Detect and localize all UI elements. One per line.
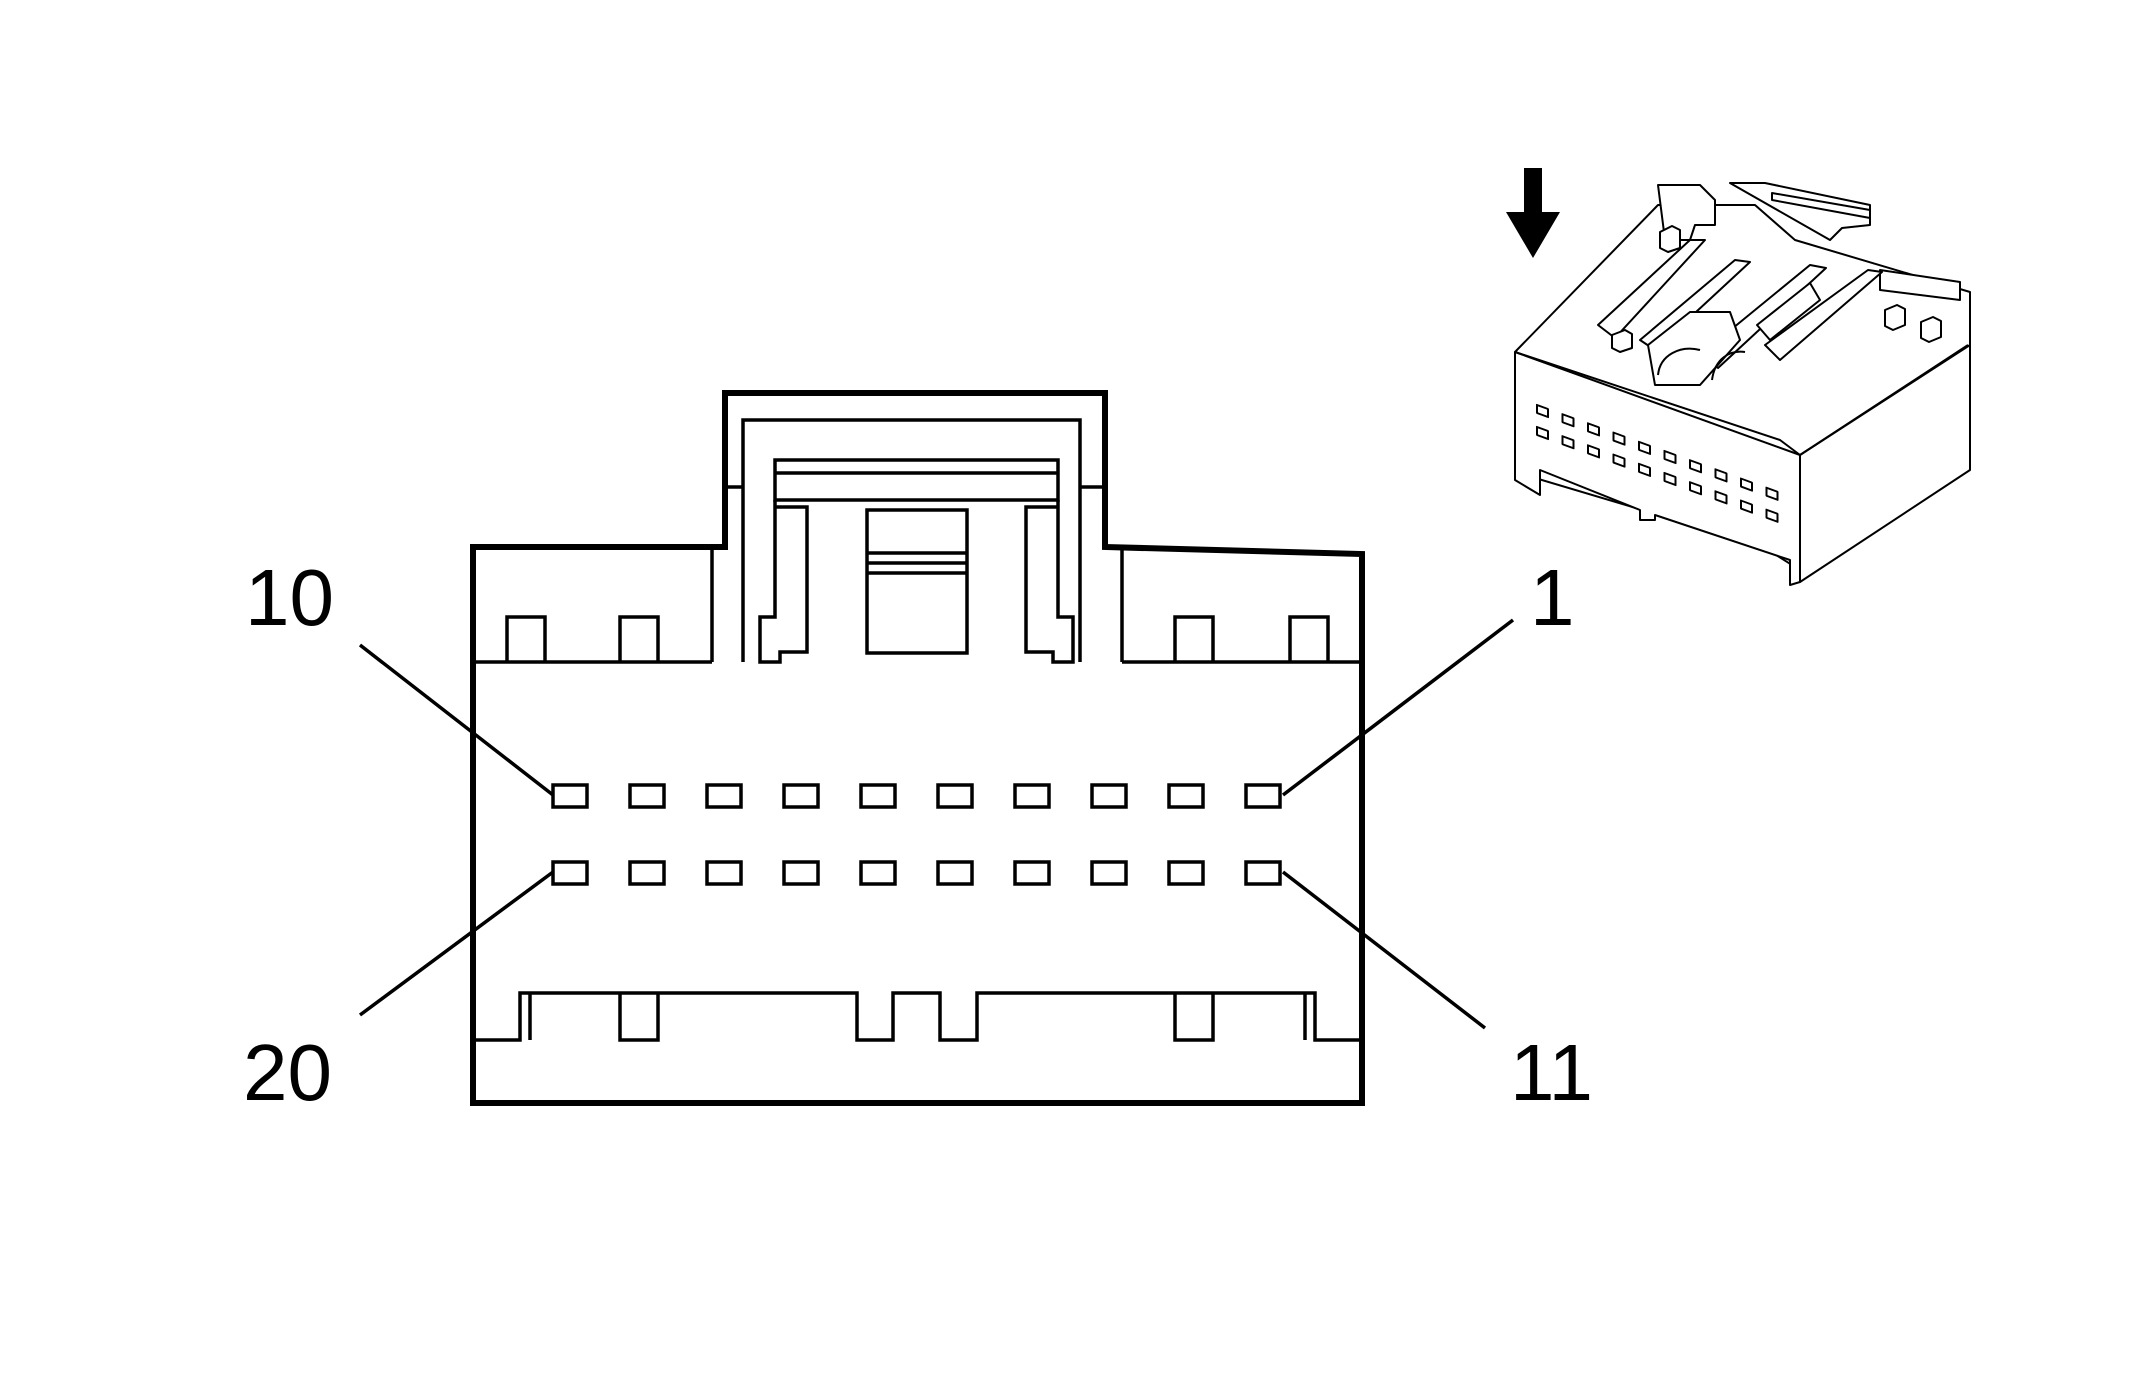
- pin-cavity: [1013, 783, 1051, 809]
- iso-pin-cavity: [1536, 425, 1549, 441]
- leader-line-pin-10: [358, 643, 555, 797]
- pin-cavity: [1167, 783, 1205, 809]
- iso-pin-cavity: [1689, 481, 1702, 496]
- iso-pin-cavity: [1765, 486, 1779, 501]
- iso-pin-cavity: [1638, 462, 1651, 477]
- latch: [725, 418, 1105, 664]
- pin-cavity: [859, 860, 897, 886]
- pin-cavity: [551, 860, 589, 886]
- connector-face-view: 10 1 20 11: [243, 390, 1593, 1117]
- leader-line-pin-20: [358, 870, 555, 1017]
- connector-isometric-icon: [1514, 182, 1971, 586]
- pin-cavity: [1090, 860, 1128, 886]
- isometric-connector-view: [1506, 168, 1971, 586]
- iso-pin-cavity: [1663, 449, 1677, 465]
- pin-cavity: [628, 783, 666, 809]
- iso-pin-cavity: [1765, 508, 1779, 523]
- iso-pin-cavity: [1536, 403, 1549, 419]
- pin-cavity: [628, 860, 666, 886]
- pin-cavity: [782, 860, 820, 886]
- pin-cavity: [1013, 860, 1051, 886]
- iso-pin-cavity: [1587, 444, 1600, 459]
- pin-cavity: [551, 783, 589, 809]
- iso-pin-cavity: [1714, 468, 1728, 483]
- iso-pin-cavity: [1561, 413, 1575, 428]
- iso-pin-cavity: [1561, 435, 1575, 450]
- pin-cavity: [1244, 860, 1282, 886]
- iso-pin-cavity: [1612, 431, 1626, 446]
- iso-pin-cavity: [1740, 499, 1753, 514]
- iso-pin-cavity: [1612, 453, 1626, 468]
- bottom-rail: [473, 991, 1362, 1042]
- iso-pin-cavity: [1689, 459, 1702, 474]
- down-arrow-icon: [1506, 168, 1560, 258]
- iso-pin-cavity: [1638, 440, 1651, 455]
- iso-pin-cavity: [1587, 422, 1600, 437]
- iso-pin-cavity: [1740, 477, 1753, 492]
- iso-pin-cavities: [1536, 403, 1779, 523]
- pin-label-10: 10: [245, 553, 334, 642]
- pin-cavity: [936, 783, 974, 809]
- pin-cavity: [936, 860, 974, 886]
- pin-cavities: [551, 783, 1282, 886]
- pin-label-11: 11: [1510, 1028, 1593, 1117]
- pin-cavity: [705, 783, 743, 809]
- pin-cavity: [1090, 783, 1128, 809]
- leader-line-pin-1: [1281, 618, 1515, 797]
- iso-pin-cavity: [1663, 471, 1677, 487]
- pin-label-1: 1: [1530, 553, 1575, 642]
- leader-line-pin-11: [1281, 870, 1487, 1030]
- pin-cavity: [1244, 783, 1282, 809]
- pin-cavity: [1167, 860, 1205, 886]
- pin-cavity: [705, 860, 743, 886]
- pin-label-20: 20: [243, 1028, 332, 1117]
- iso-pin-cavity: [1714, 490, 1728, 505]
- pin-cavity: [859, 783, 897, 809]
- housing-outline: [470, 390, 1365, 1106]
- pin-cavity: [782, 783, 820, 809]
